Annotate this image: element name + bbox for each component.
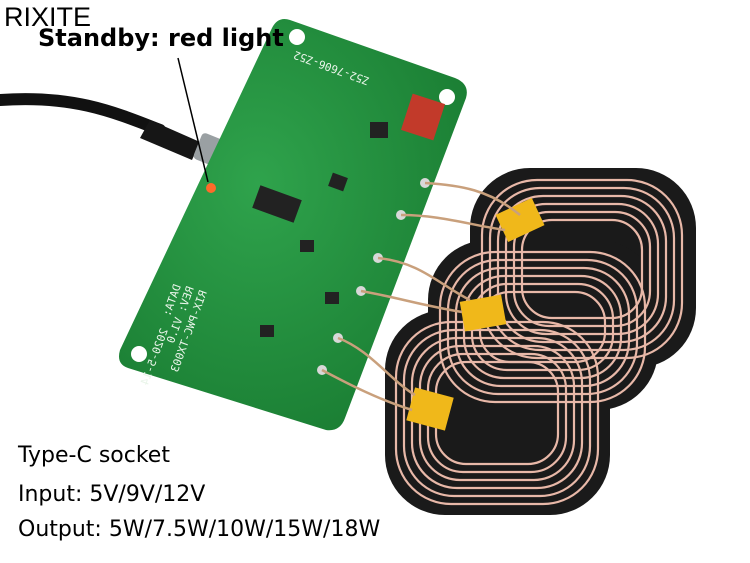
coil-lead-wires [321, 181, 521, 412]
led-icon [206, 183, 216, 193]
coil-tapes [406, 197, 545, 431]
red-capacitor [400, 93, 446, 141]
standby-callout: Standby: red light [38, 24, 284, 52]
spec-input: Input: 5V/9V/12V [18, 482, 206, 507]
pcb-board [119, 19, 467, 439]
chip-icon [252, 185, 302, 223]
spec-socket: Type-C socket [18, 443, 170, 468]
callout-pointer [177, 57, 209, 183]
spec-output: Output: 5W/7.5W/10W/15W/18W [18, 517, 381, 542]
brand-watermark: RIXITE [4, 2, 92, 32]
